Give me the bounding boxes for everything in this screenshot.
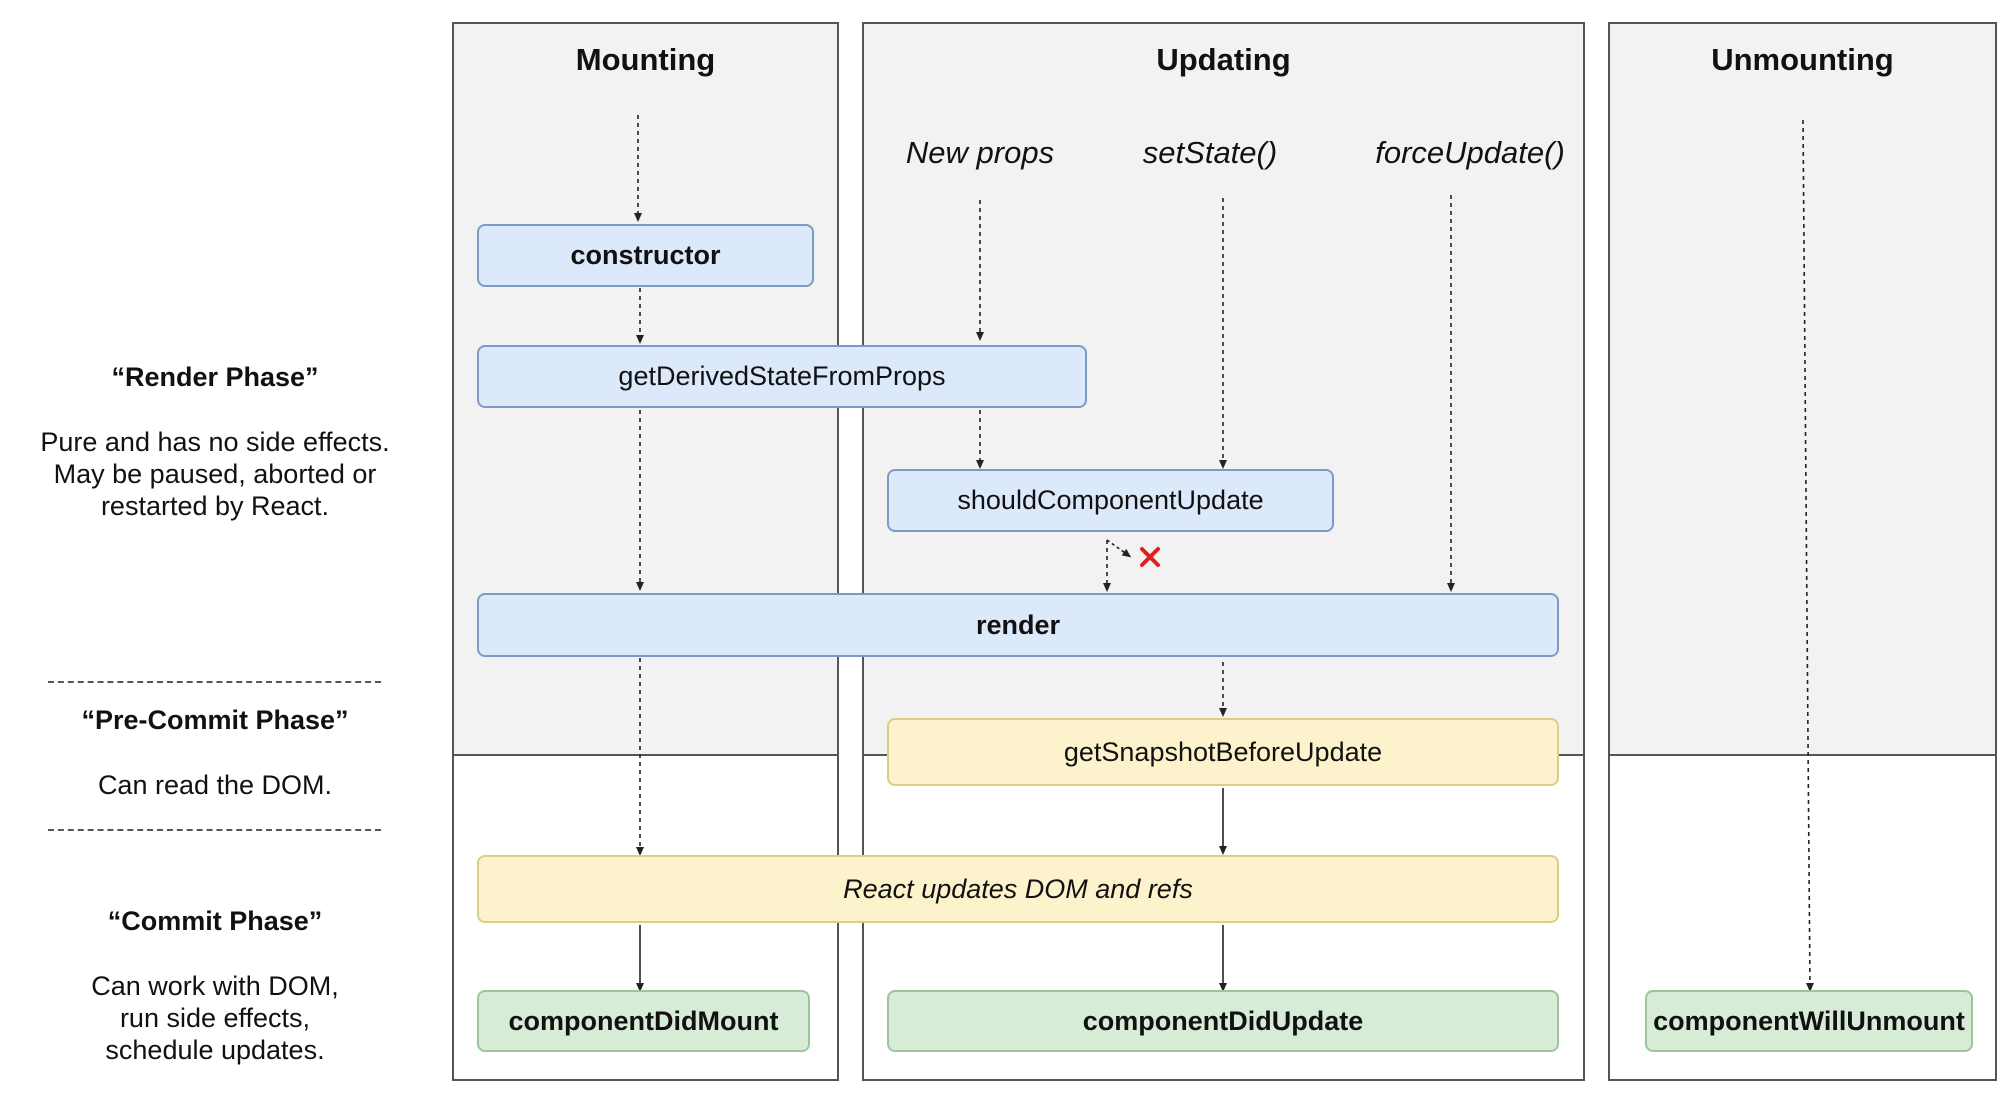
unmounting-phase-divider bbox=[1608, 754, 1997, 756]
pre-commit-phase-desc-line: Can read the DOM. bbox=[97, 770, 333, 800]
mounting-title: Mounting bbox=[575, 42, 716, 77]
phase-separator-2 bbox=[48, 829, 381, 831]
mounting-phase-divider bbox=[452, 754, 839, 756]
arrow-scu-cancel bbox=[1106, 539, 1132, 558]
component-did-update-box: componentDidUpdate bbox=[887, 990, 1559, 1052]
updating-title: Updating bbox=[1156, 42, 1291, 77]
render-phase-desc-line: Pure and has no side effects. bbox=[40, 427, 390, 457]
get-snapshot-before-update-box: getSnapshotBeforeUpdate bbox=[887, 718, 1559, 786]
render-phase-desc: Pure and has no side effects. May be pau… bbox=[20, 426, 410, 522]
commit-phase-title: “Commit Phase” bbox=[107, 906, 323, 936]
react-updates-dom-box: React updates DOM and refs bbox=[477, 855, 1559, 923]
render-phase-desc-line: restarted by React. bbox=[100, 491, 330, 521]
commit-phase-desc-line: run side effects, bbox=[119, 1003, 311, 1033]
constructor-box: constructor bbox=[477, 224, 814, 287]
trigger-set-state: setState() bbox=[1142, 135, 1278, 170]
commit-phase-desc: Can work with DOM, run side effects, sch… bbox=[20, 970, 410, 1066]
unmounting-title: Unmounting bbox=[1711, 42, 1894, 77]
component-did-mount-box: componentDidMount bbox=[477, 990, 810, 1052]
render-phase-title: “Render Phase” bbox=[111, 362, 319, 392]
unmounting-render-shade bbox=[1608, 22, 1996, 755]
render-phase-desc-line: May be paused, aborted or bbox=[53, 459, 377, 489]
commit-phase-desc-line: Can work with DOM, bbox=[91, 971, 339, 1001]
trigger-new-props: New props bbox=[905, 135, 1055, 170]
mounting-column bbox=[452, 22, 839, 1081]
should-component-update-box: shouldComponentUpdate bbox=[887, 469, 1334, 532]
trigger-force-update: forceUpdate() bbox=[1375, 135, 1565, 170]
updating-column bbox=[862, 22, 1585, 1081]
component-will-unmount-box: componentWillUnmount bbox=[1645, 990, 1973, 1052]
get-derived-state-from-props-box: getDerivedStateFromProps bbox=[477, 345, 1087, 408]
render-box: render bbox=[477, 593, 1559, 657]
arrow-unmount bbox=[1802, 119, 1814, 992]
x-mark-icon bbox=[1140, 547, 1160, 567]
pre-commit-phase-title: “Pre-Commit Phase” bbox=[81, 705, 349, 735]
commit-phase-desc-line: schedule updates. bbox=[105, 1035, 325, 1065]
pre-commit-phase-desc: Can read the DOM. bbox=[20, 769, 410, 801]
unmounting-column bbox=[1608, 22, 1997, 1081]
phase-separator-1 bbox=[48, 681, 381, 683]
